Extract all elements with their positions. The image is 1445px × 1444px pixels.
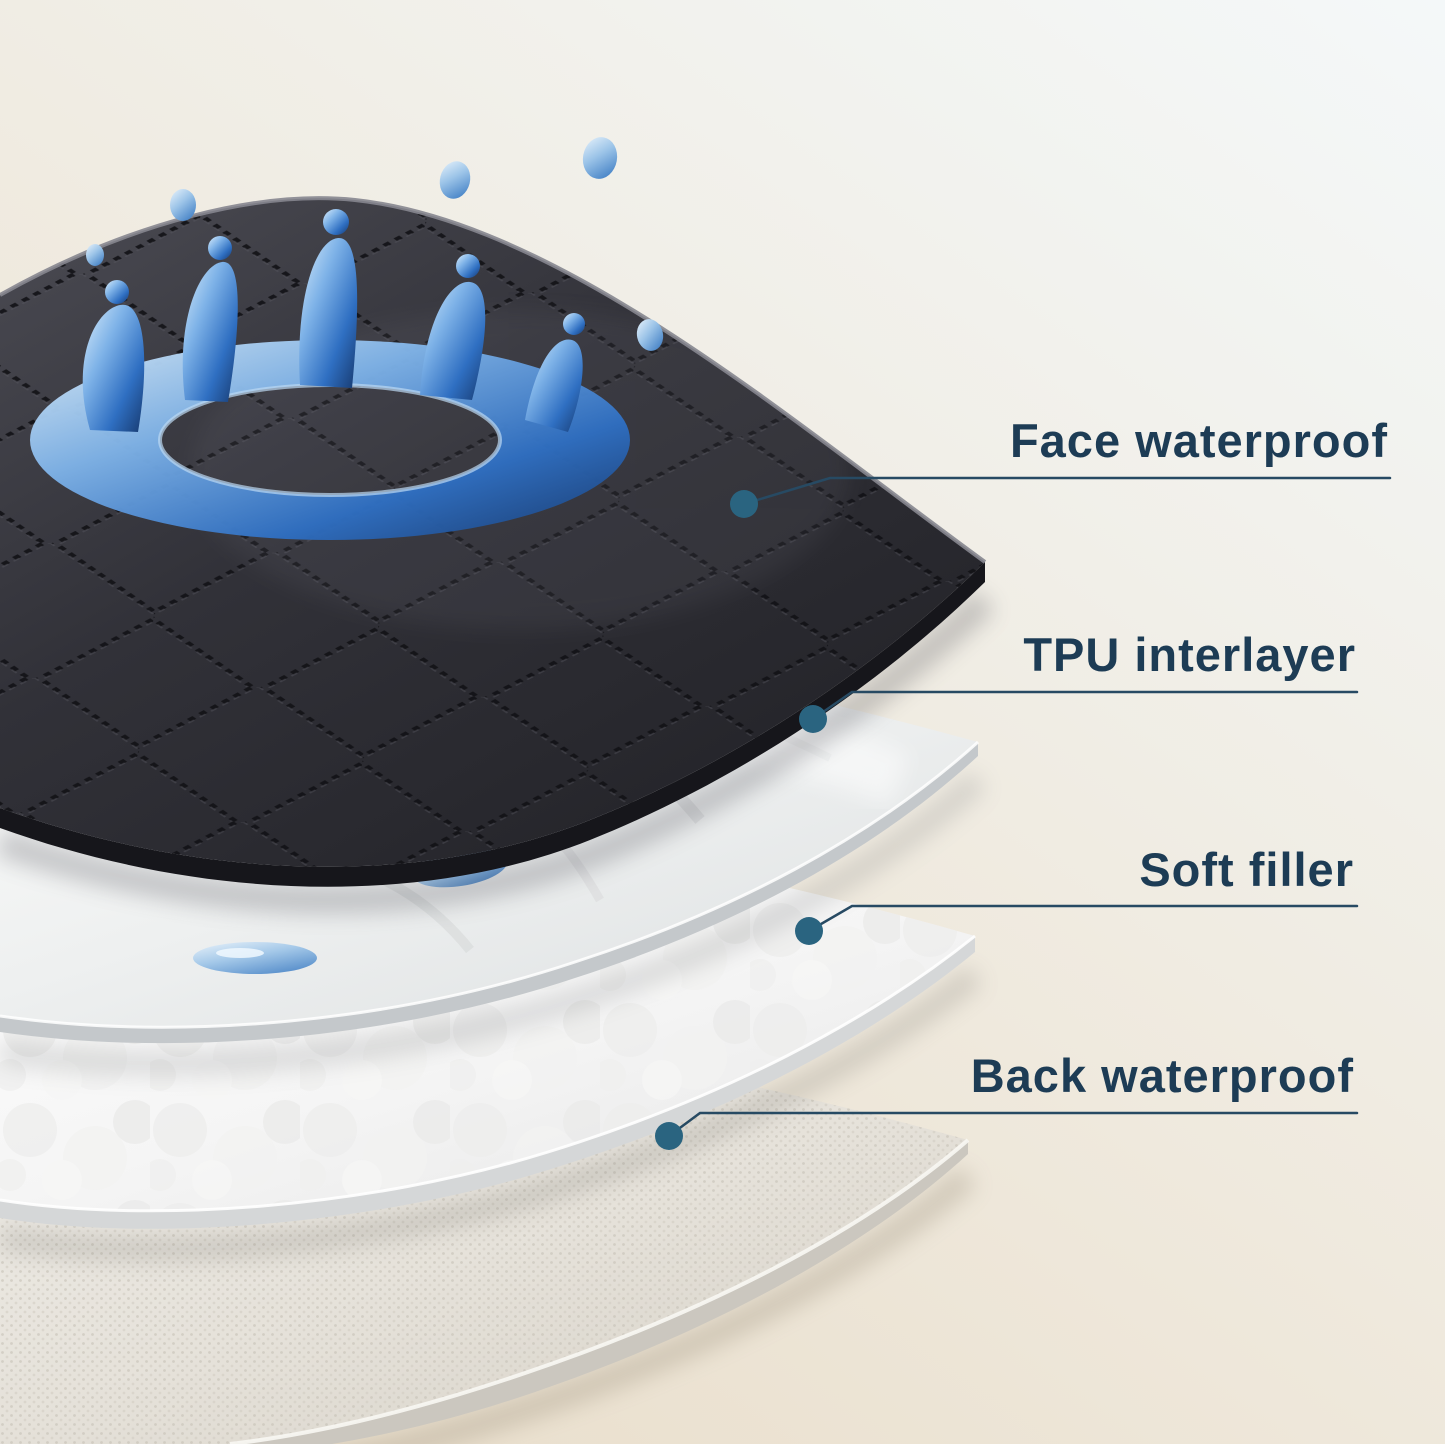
callout-face-waterproof: Face waterproof: [730, 414, 1392, 518]
back-layer-shadow: [353, 1166, 977, 1444]
flying-water-droplets: [86, 137, 664, 351]
face-waterproof-layer: [0, 137, 987, 887]
back-layer-rim: [229, 1138, 970, 1444]
callout-label-back-waterproof: Back waterproof: [971, 1049, 1354, 1102]
tpu-layer-rim: [0, 740, 980, 1029]
filler-layer-shadow: [0, 965, 983, 1261]
callout-line-soft-filler: [807, 904, 1359, 933]
callout-soft-filler: Soft filler: [795, 843, 1359, 945]
callout-tpu-interlayer: TPU interlayer: [799, 628, 1359, 733]
callout-dot-soft-filler: [795, 917, 823, 945]
face-layer-shadow: [0, 589, 995, 914]
callout-label-face-waterproof: Face waterproof: [1010, 414, 1388, 467]
callout-label-soft-filler: Soft filler: [1139, 843, 1354, 896]
callouts: Face waterproof TPU interlayer Soft fill…: [655, 414, 1392, 1150]
callout-dot-tpu-interlayer: [799, 705, 827, 733]
face-layer-edge: [0, 562, 985, 887]
filler-layer-rim: [0, 934, 976, 1213]
callout-label-tpu-interlayer: TPU interlayer: [1023, 628, 1356, 681]
callout-dot-back-waterproof: [655, 1122, 683, 1150]
callout-dot-face-waterproof: [730, 490, 758, 518]
callout-line-tpu-interlayer: [811, 690, 1359, 721]
water-splash: [30, 137, 664, 540]
tpu-layer-shadow: [0, 771, 987, 1076]
callout-line-face-waterproof: [742, 476, 1392, 506]
face-layer-rim: [0, 196, 987, 564]
callout-back-waterproof: Back waterproof: [655, 1049, 1359, 1150]
